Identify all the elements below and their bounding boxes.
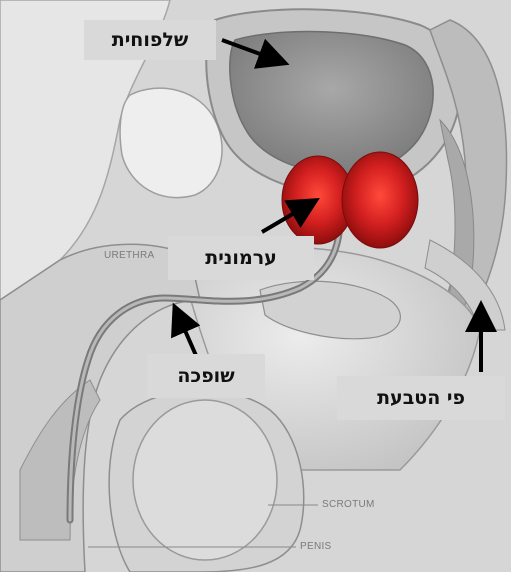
testis [133, 400, 277, 560]
urethra-callout: שופכה [147, 354, 265, 398]
anus-callout: פי הטבעת [337, 376, 505, 420]
prostate-right-lobe [342, 152, 418, 248]
prostate-callout: ערמונית [168, 236, 314, 280]
bladder-callout: שלפוחית [84, 20, 216, 60]
penis-anatomy-label: PENIS [300, 541, 332, 552]
scrotum-anatomy-label: SCROTUM [322, 499, 375, 510]
urethra-anatomy-label: URETHRA [104, 250, 154, 261]
